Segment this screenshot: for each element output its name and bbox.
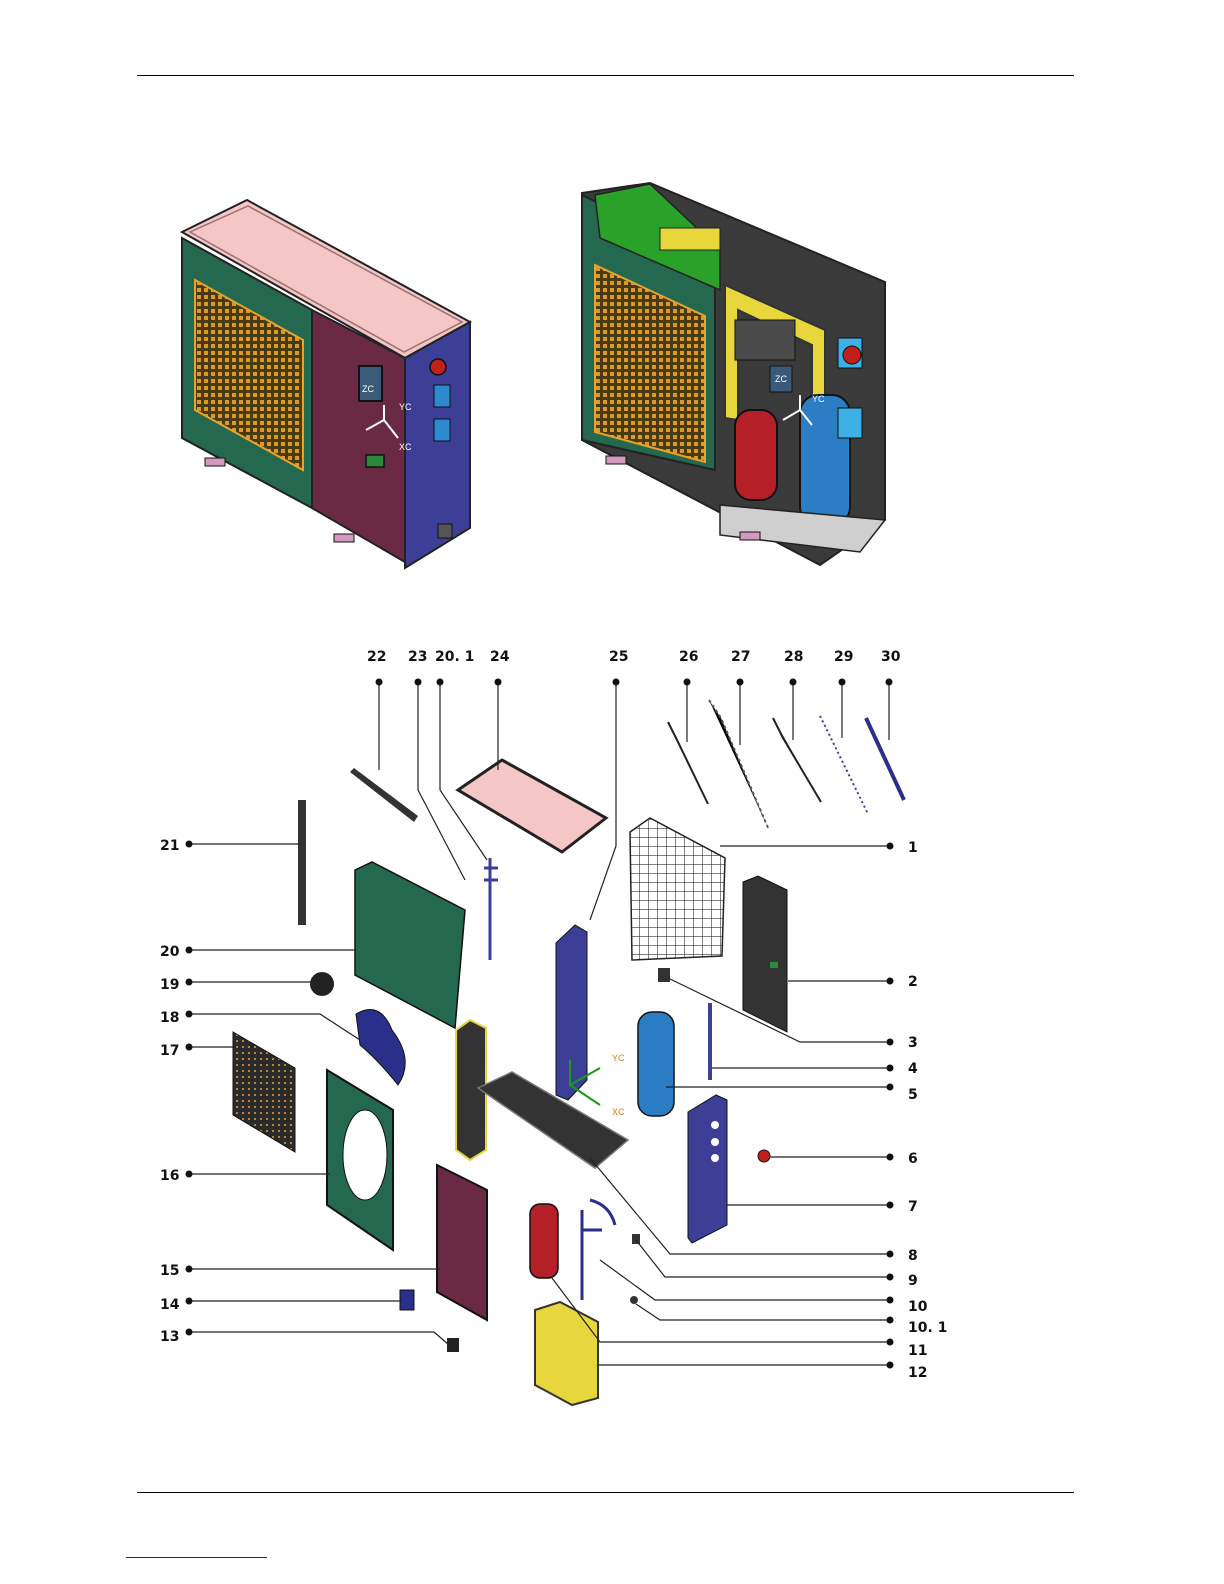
callout-10: 10 — [908, 1299, 928, 1315]
part-12-support-frame — [535, 1302, 598, 1405]
part-29-sensor — [820, 716, 868, 814]
part-7-side-panel — [688, 1095, 727, 1243]
part-18-fan-blade — [356, 1010, 405, 1085]
door-handle — [366, 455, 384, 467]
callout-4: 4 — [908, 1061, 918, 1077]
part-22-strip — [350, 768, 418, 822]
callout-labels-right: 1 2 3 4 5 6 7 8 9 10 10. 1 11 12 — [908, 840, 947, 1381]
footer-link-underline[interactable] — [126, 1557, 267, 1558]
open-unit-view: ZC YC — [582, 183, 885, 565]
callout-29: 29 — [834, 649, 853, 665]
callout-13: 13 — [160, 1329, 179, 1345]
callout-15: 15 — [160, 1263, 179, 1279]
callout-8: 8 — [908, 1248, 918, 1264]
callout-25: 25 — [609, 649, 628, 665]
callout-1: 1 — [908, 840, 918, 856]
callout-21: 21 — [160, 838, 179, 854]
assembled-unit-view: ZC YC XC — [182, 200, 470, 568]
part-2-back-panel — [743, 876, 787, 1032]
compressor — [735, 410, 777, 500]
part-19-fan-motor — [310, 972, 334, 996]
part-25-middle-panel — [556, 925, 587, 1100]
part-17-grille — [233, 1032, 295, 1152]
callout-7: 7 — [908, 1199, 918, 1215]
callout-labels-left: 21 20 19 18 17 16 15 14 13 — [160, 838, 180, 1345]
callout-16: 16 — [160, 1168, 179, 1184]
callout-5: 5 — [908, 1087, 918, 1103]
part-20-1-pipe — [484, 858, 498, 960]
part-28-sensor — [773, 718, 821, 802]
callout-23: 23 — [408, 649, 427, 665]
callout-22: 22 — [367, 649, 386, 665]
part-30-sensor — [866, 718, 904, 800]
callout-24: 24 — [490, 649, 510, 665]
callout-20: 20 — [160, 944, 180, 960]
callout-14: 14 — [160, 1297, 180, 1313]
callout-12: 12 — [908, 1365, 927, 1381]
callout-9: 9 — [908, 1273, 918, 1289]
callout-11: 11 — [908, 1343, 927, 1359]
callout-20-1: 20. 1 — [435, 649, 474, 665]
callout-6: 6 — [908, 1151, 918, 1167]
callout-labels-top: 22 23 20. 1 24 25 26 27 28 29 30 — [367, 649, 901, 665]
axis-label-zc: ZC — [362, 384, 374, 394]
part-26-sensor — [668, 722, 708, 804]
part-10-piping — [582, 1200, 615, 1300]
part-1-mesh-guard — [630, 818, 725, 960]
part-11-compressor — [530, 1204, 558, 1278]
axis-label-yc: YC — [399, 402, 412, 412]
axis-label-xc: XC — [399, 442, 412, 452]
part-14-controller — [400, 1290, 414, 1310]
part-21-post — [298, 800, 306, 925]
part-24-top-cover — [458, 760, 606, 852]
callout-26: 26 — [679, 649, 698, 665]
axis-label-zc-2: ZC — [775, 374, 787, 384]
callout-10-1: 10. 1 — [908, 1320, 947, 1336]
part-9-filter — [632, 1234, 640, 1244]
part-8-base-tray — [478, 1072, 628, 1168]
callout-18: 18 — [160, 1010, 179, 1026]
callout-30: 30 — [881, 649, 901, 665]
callout-28: 28 — [784, 649, 803, 665]
part-20-evaporator — [355, 862, 465, 1028]
axis-label-yc-2: YC — [812, 394, 825, 404]
callout-2: 2 — [908, 974, 918, 990]
part-15-door — [437, 1165, 487, 1320]
part-27-sensor — [709, 700, 769, 830]
axis-label-yc-3: YC — [612, 1053, 625, 1063]
part-10-1-valve — [630, 1296, 638, 1304]
part-5-heat-exchanger — [638, 1012, 674, 1116]
part-6-pressure-gauge — [758, 1150, 770, 1162]
callout-27: 27 — [731, 649, 750, 665]
callout-19: 19 — [160, 977, 179, 993]
callout-17: 17 — [160, 1043, 179, 1059]
axis-label-xc-3: XC — [612, 1107, 625, 1117]
part-3-sensor — [658, 968, 670, 982]
callout-3: 3 — [908, 1035, 918, 1051]
footer-rule — [137, 1492, 1074, 1493]
